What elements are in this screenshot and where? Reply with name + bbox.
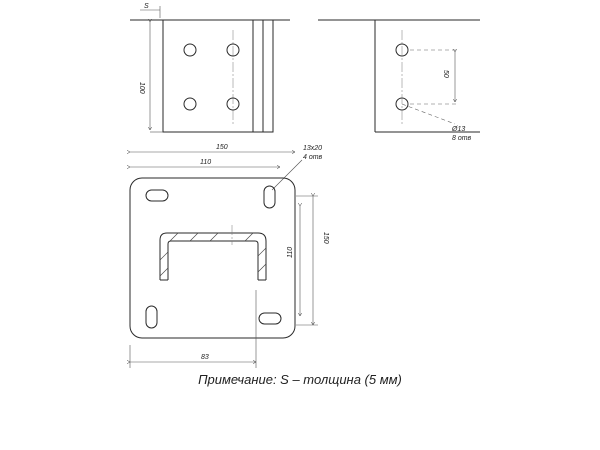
- front-view: S 100: [130, 3, 290, 133]
- hole-circle: [226, 97, 240, 111]
- slot: [258, 312, 282, 325]
- profile-section: [159, 232, 267, 280]
- hole-count-label: 8 отв: [452, 135, 472, 142]
- hole-circle: [226, 43, 240, 57]
- thickness-label: S: [144, 3, 149, 10]
- plan-view: 150 110 13х20 4 отв: [130, 144, 329, 368]
- width-label: 150: [216, 144, 228, 151]
- offset-label: 83: [201, 354, 209, 361]
- height-label: 100: [138, 82, 145, 94]
- slot: [145, 189, 169, 202]
- side-view: 50 Ø13 8 отв: [318, 19, 480, 142]
- inner-height-label: 110: [287, 247, 294, 258]
- base-plate: [129, 177, 296, 339]
- slot: [263, 185, 276, 209]
- spacing-label: 50: [442, 70, 449, 78]
- slot-count-label: 4 отв: [303, 154, 323, 161]
- hole-circle: [183, 97, 197, 111]
- note-text: Примечание: S – толщина (5 мм): [198, 372, 402, 387]
- hole-label: Ø13: [451, 126, 465, 133]
- hole-circle: [183, 43, 197, 57]
- height-label: 150: [322, 232, 329, 244]
- slot: [145, 305, 158, 329]
- slot-label: 13х20: [303, 145, 322, 152]
- inner-width-label: 110: [200, 159, 211, 166]
